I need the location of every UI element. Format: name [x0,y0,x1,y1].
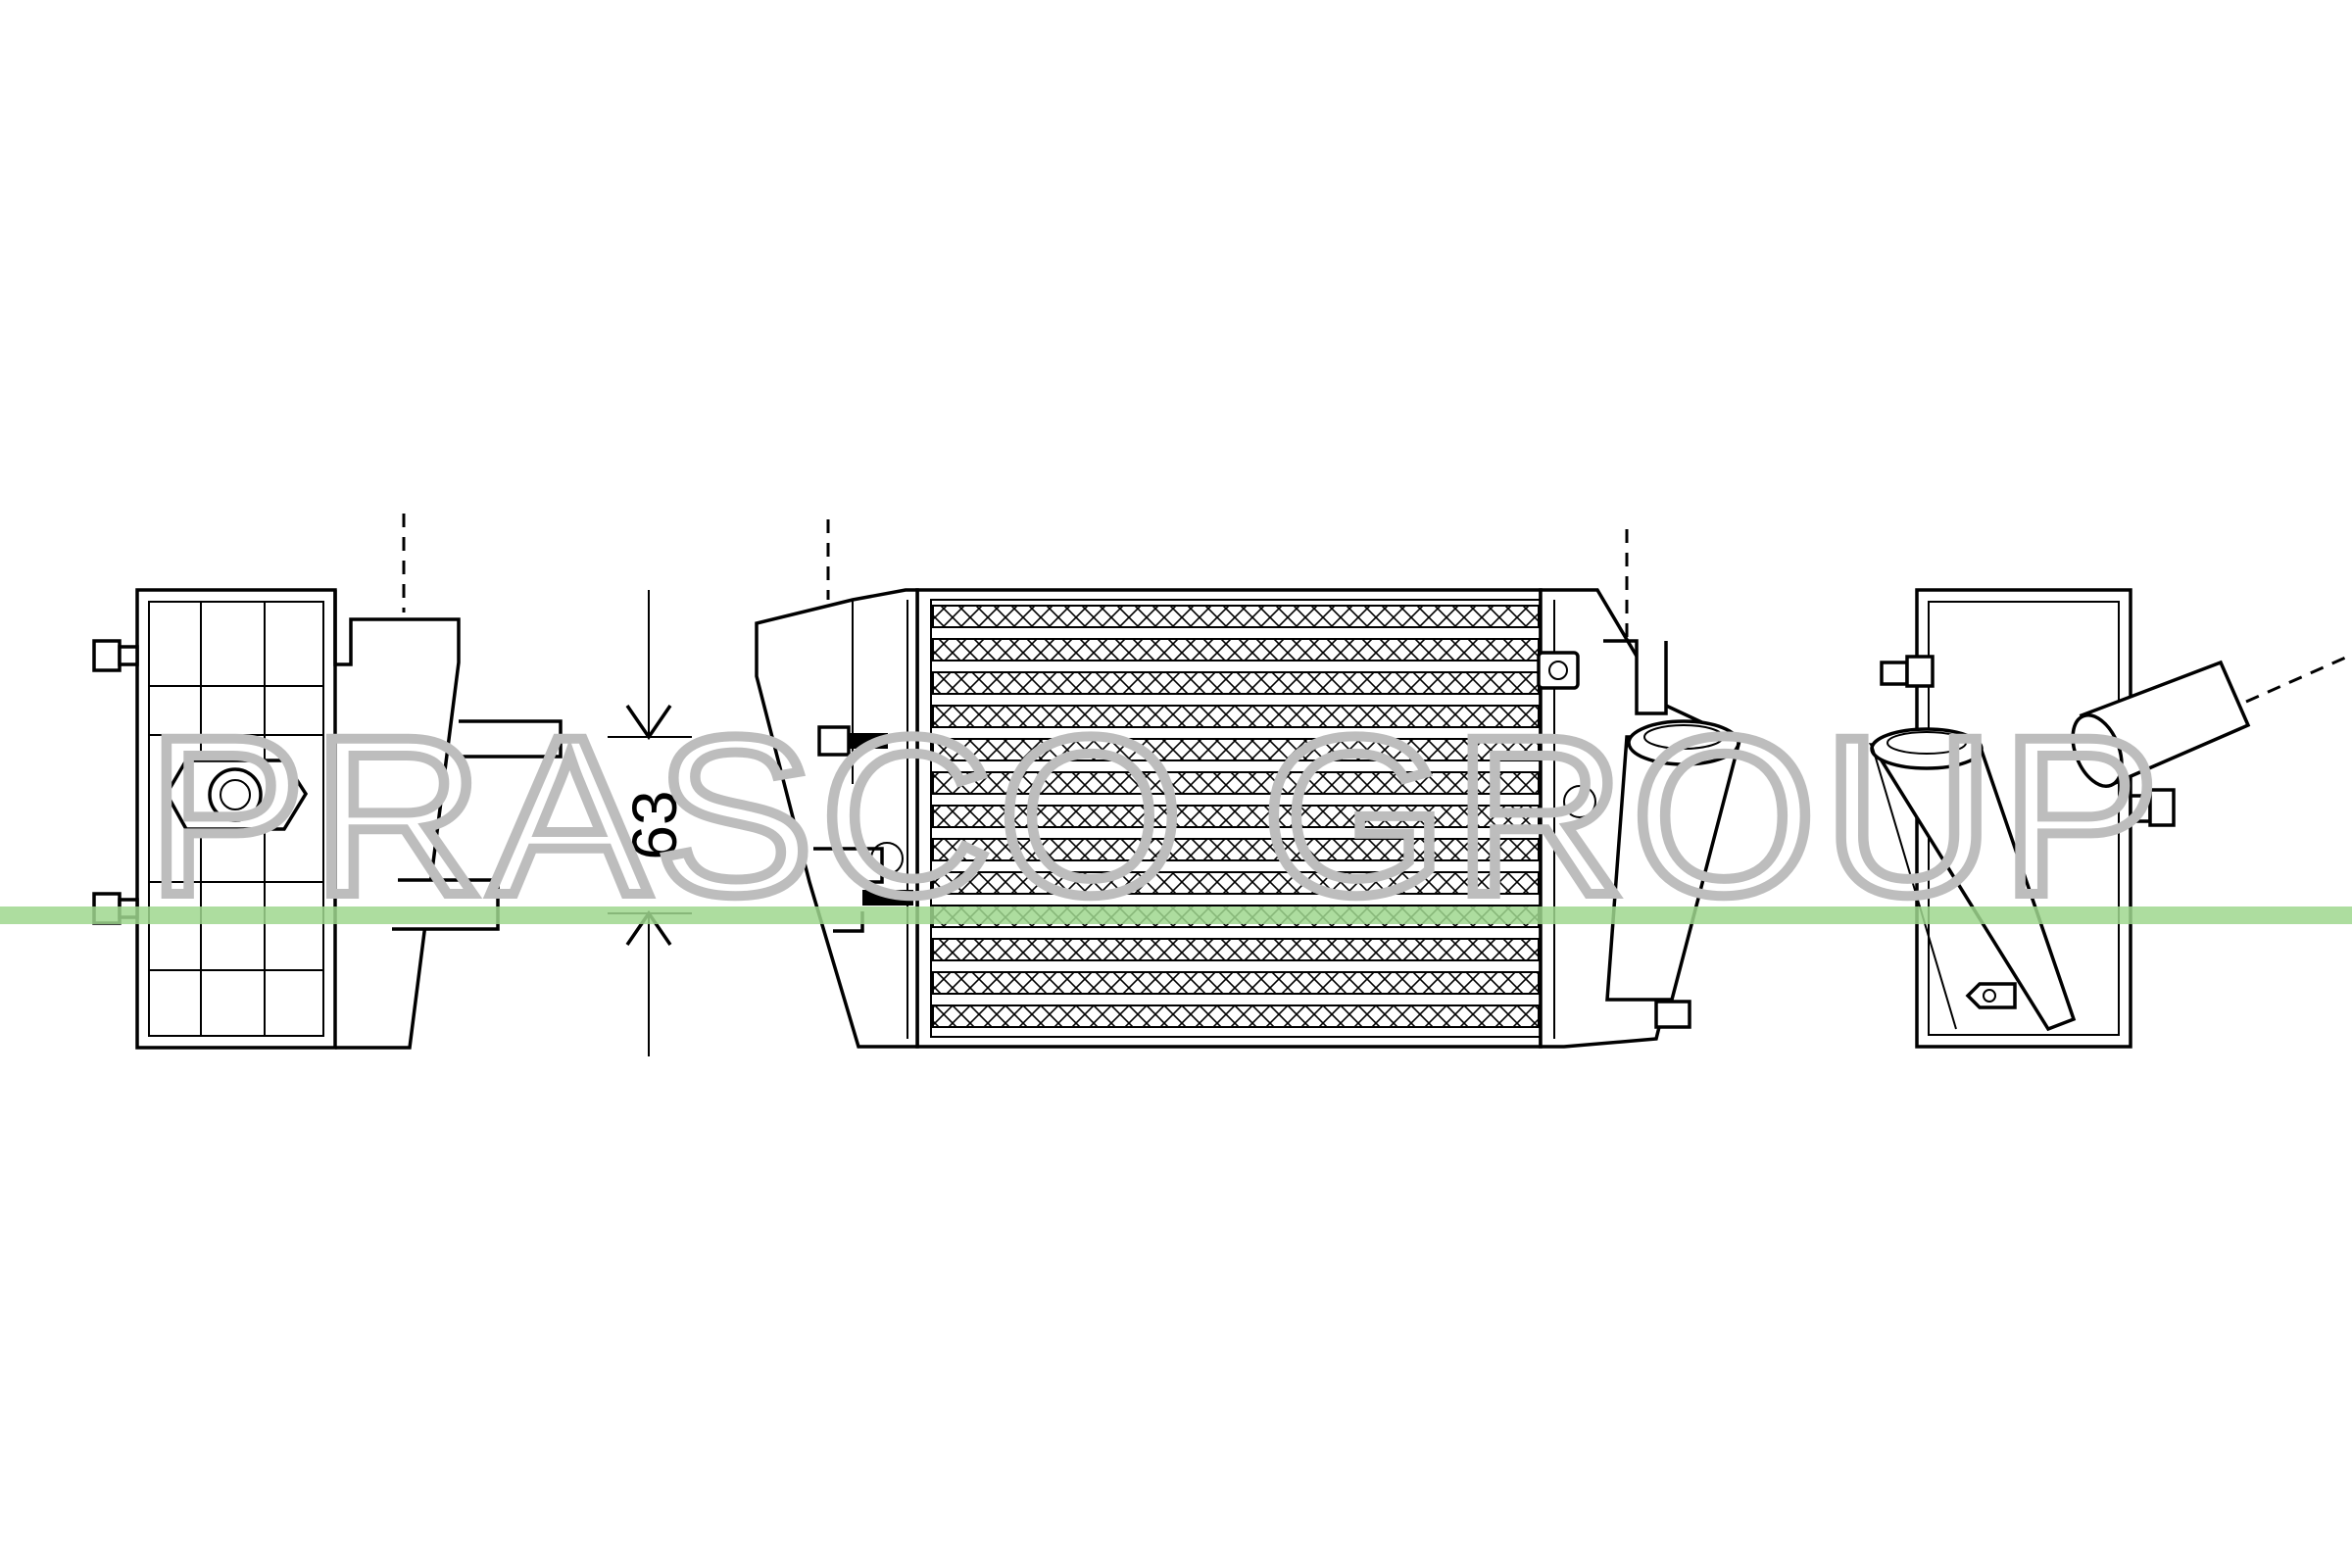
right-view-pin-top [1880,655,1935,688]
core-fin-row [932,971,1540,995]
right-view-pin-right [2129,788,2176,827]
core-fin-row [932,771,1540,795]
core-fin-row [932,605,1540,628]
core-fin-row [932,871,1540,895]
core-fin-row [932,938,1540,961]
watermark: PRASCO GROUP [147,690,2166,942]
dimension-value: 63 [619,790,690,859]
front-left-tank [755,588,919,1049]
core-fin-rows [932,605,1540,1028]
front-view [755,519,1743,1049]
core-fin-row [932,805,1540,828]
right-end-view [1868,588,2352,1049]
right-view-arrow-tag [1965,982,2017,1009]
right-view-inlet-pipe [1868,727,2077,1032]
front-right-tank [1537,588,1743,1049]
core-fin-row [932,705,1540,728]
core-fin-row [932,738,1540,761]
core-fin-row [932,838,1540,861]
right-view-angled-tube [2071,660,2251,788]
left-view-pin-top [92,639,139,672]
core-fin-row [932,1004,1540,1028]
core-fin-row [932,638,1540,662]
left-view-flange [164,759,309,831]
